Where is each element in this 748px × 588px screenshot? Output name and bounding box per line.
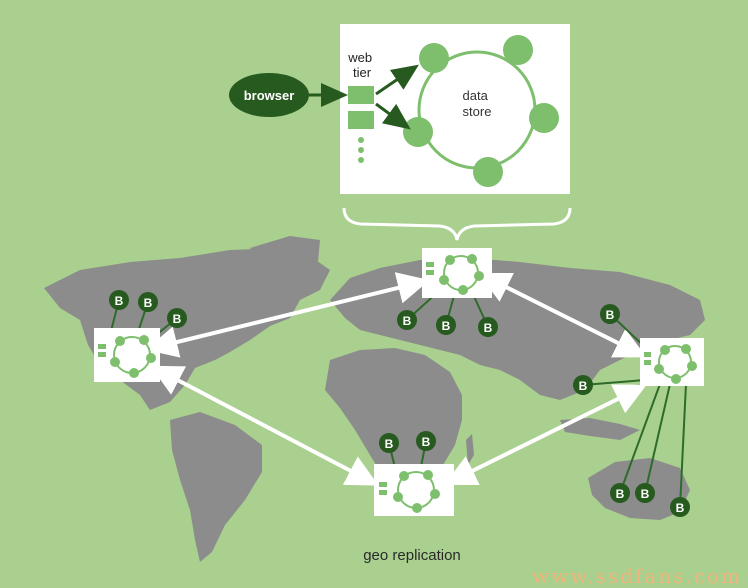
b-node	[635, 483, 655, 503]
b-label: B	[579, 379, 588, 393]
caption: geo replication	[363, 547, 461, 564]
web-tier-label: web tier	[347, 50, 375, 80]
greenland-landmass	[250, 236, 320, 272]
ring-node	[687, 361, 697, 371]
browser-label: browser	[244, 88, 295, 103]
japan-landmass	[668, 300, 684, 330]
replication-arrow-na-africa	[150, 365, 379, 486]
b-label: B	[144, 296, 153, 310]
web-server-box	[348, 86, 374, 104]
b-node	[600, 304, 620, 324]
replication-arrow-na-europe	[145, 272, 430, 358]
b-link	[582, 379, 646, 386]
replication-links	[145, 272, 647, 486]
web-tier-line-2: tier	[353, 65, 372, 80]
ring-node	[110, 357, 120, 367]
b-node	[397, 310, 417, 330]
b-node	[610, 483, 630, 503]
ring-node	[399, 471, 409, 481]
data-store-node	[529, 103, 559, 133]
b-label: B	[403, 314, 412, 328]
datacenter-north-america: B B B	[94, 290, 187, 382]
madagascar-landmass	[466, 434, 474, 465]
browser-node: browser	[229, 73, 348, 117]
data-store-node	[503, 35, 533, 65]
b-label: B	[173, 312, 182, 326]
more-dot	[358, 147, 364, 153]
ring-node	[393, 492, 403, 502]
ring-node	[423, 470, 433, 480]
b-link	[619, 383, 661, 494]
ring-node	[681, 344, 691, 354]
b-label: B	[442, 319, 451, 333]
ring-node	[430, 489, 440, 499]
browser-ellipse	[229, 73, 309, 117]
b-node	[478, 317, 498, 337]
b-node	[109, 290, 129, 310]
more-dot	[358, 157, 364, 163]
web-server-mini	[426, 270, 434, 275]
ring-node	[467, 254, 477, 264]
web-tier-line-1: web	[347, 50, 372, 65]
data-store-label: data store	[463, 88, 492, 119]
web-server-mini	[426, 262, 434, 267]
b-label: B	[385, 437, 394, 451]
b-label: B	[641, 487, 650, 501]
web-server-mini	[379, 490, 387, 495]
b-label: B	[606, 308, 615, 322]
data-store-line-2: store	[463, 104, 492, 119]
south-america-landmass	[170, 412, 262, 562]
data-store-node	[419, 43, 449, 73]
b-label: B	[484, 321, 493, 335]
web-server-box	[348, 111, 374, 129]
datacenter-africa: B B	[374, 431, 454, 516]
b-node	[573, 375, 593, 395]
ring-node	[474, 271, 484, 281]
ring-node	[129, 368, 139, 378]
web-server-mini	[98, 344, 106, 349]
b-label: B	[115, 294, 124, 308]
web-server-mini	[644, 360, 651, 365]
b-node	[138, 292, 158, 312]
web-server-mini	[644, 352, 651, 357]
replication-arrow-europe-asia	[478, 273, 647, 358]
ring-node	[115, 336, 125, 346]
b-link	[644, 383, 671, 494]
web-server-mini	[379, 482, 387, 487]
b-label: B	[616, 487, 625, 501]
more-dot	[358, 137, 364, 143]
b-node	[416, 431, 436, 451]
ring-node	[139, 335, 149, 345]
web-to-store-arrow	[375, 64, 419, 96]
ring-node	[445, 255, 455, 265]
datacenter-asia: B B B B B	[573, 304, 704, 517]
b-label: B	[422, 435, 431, 449]
ring-node	[412, 503, 422, 513]
datacenter-europe: B B B	[397, 248, 498, 337]
ring-node	[660, 345, 670, 355]
b-node	[436, 315, 456, 335]
web-to-store-arrow	[375, 102, 411, 130]
b-node	[670, 497, 690, 517]
ring-node	[439, 275, 449, 285]
data-store-node	[403, 117, 433, 147]
b-link	[679, 383, 687, 508]
data-store-line-1: data	[463, 88, 489, 103]
data-store-node	[473, 157, 503, 187]
replication-arrow-africa-asia	[444, 384, 647, 486]
ring-node	[654, 364, 664, 374]
ring-node	[671, 374, 681, 384]
ring-node	[146, 353, 156, 363]
web-server-mini	[98, 352, 106, 357]
datacenter-detail-box: data store web tier	[340, 24, 570, 194]
b-node	[167, 308, 187, 328]
ring-node	[458, 285, 468, 295]
b-node	[379, 433, 399, 453]
watermark: www.ssdfans.com	[532, 564, 742, 588]
zoom-bracket	[342, 207, 572, 241]
b-label: B	[676, 501, 685, 515]
